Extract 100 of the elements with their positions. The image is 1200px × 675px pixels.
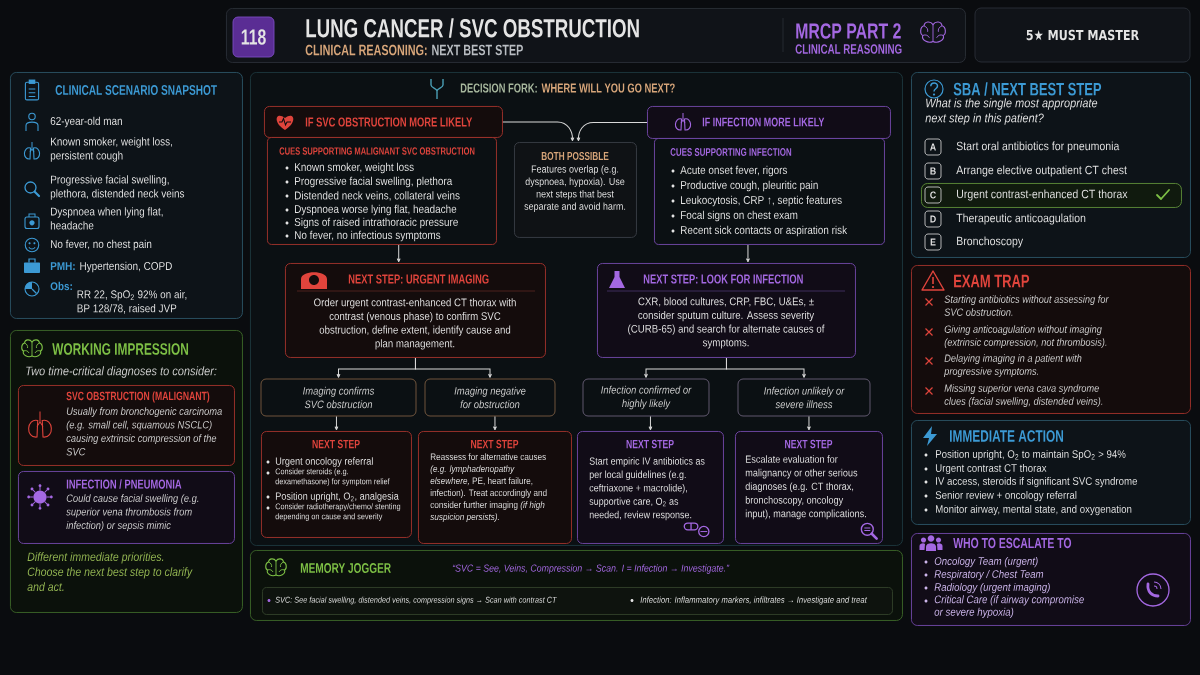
title: LUNG CANCER / SVC OBSTRUCTION — [306, 18, 639, 38]
box-heading: NEXT STEP — [785, 439, 833, 449]
box-text: Order urgent contrast-enhanced CT thorax with contrast (venous phase) to confirm SVC obstruction, define extent, identify cause and plan management. — [314, 298, 516, 350]
intro-text: Two time-critical diagnoses to consider: — [26, 366, 217, 378]
arrow — [648, 415, 653, 431]
list-item: Signs of raised intrathoracic pressure — [294, 217, 458, 229]
option-letter: D — [924, 210, 942, 228]
branch-heading: IF SVC OBSTRUCTION MORE LIKELY — [305, 117, 473, 127]
list-item: Acute onset fever, rigors — [680, 165, 788, 177]
box-heading: NEXT STEP — [471, 439, 519, 449]
box-text: Start empiric IV antibiotics as per local guidelines (e.g. ceftriaxone + macrolide), supportive care, O$_{2}$ as needed, review response. — [589, 457, 705, 521]
list-item: Position upright, O$_{2}$ to maintain SpO$_{2}$ > 94% — [936, 449, 1126, 461]
branch-heading: IF INFECTION MORE LIKELY — [702, 117, 825, 127]
box-heading: INFECTION / PNEUMONIA — [66, 479, 182, 489]
box-heading: NEXT STEP — [312, 439, 360, 449]
list-item: Missing superior vena cava syndrome clues (facial swelling, distended veins). — [944, 384, 1103, 407]
list-item: Known smoker, weight loss — [295, 162, 414, 174]
box-text: CXR, blood cultures, CRP, FBC, U&Es, ± consider sputum culture. Assess severity (CURB-65) and search for alternate causes of symptoms. — [628, 297, 825, 349]
list-item: Respiratory / Chest Team — [934, 569, 1044, 581]
box-heading: CUES SUPPORTING MALIGNANT SVC OBSTRUCTION — [279, 147, 475, 155]
list-item: Distended neck veins, collateral veins — [295, 191, 460, 201]
box-text: Could cause facial swelling (e.g. superior vena thrombosis from infection) or sepsis mimic — [66, 494, 199, 532]
subtitle: NEXT BEST STEP — [432, 44, 523, 56]
list-item: Recent sick contacts or aspiration risk — [681, 225, 848, 237]
arrow — [576, 121, 648, 142]
list-item: Progressive facial swelling, plethora, distended neck veins — [50, 175, 185, 200]
list-item: Consider steroids (e.g. dexamethasone) for symptom relief — [275, 468, 390, 486]
option-letter: A — [924, 138, 942, 156]
option-text: Therapeutic anticoagulation — [956, 213, 1086, 225]
list-item: Oncology Team (urgent) — [934, 556, 1038, 568]
number-badge: 118 — [232, 16, 275, 58]
list-item: Radiology (urgent imaging) — [934, 582, 1050, 594]
panel-heading: MEMORY JOGGER — [300, 563, 391, 573]
list-item: Position upright, O$_{2}$, analgesia — [275, 492, 399, 502]
option-text: Bronchoscopy — [957, 236, 1024, 248]
list-item: No fever, no infectious symptoms — [295, 230, 441, 242]
badge-subtitle: CLINICAL REASONING — [795, 44, 902, 54]
summary-text: SVC: See facial swelling, distended veins, compression signs → Scan with contrast CT — [275, 596, 557, 605]
box-heading: NEXT STEP: URGENT IMAGING — [348, 274, 489, 284]
arrow — [414, 357, 492, 378]
panel-heading: WORKING IMPRESSION — [52, 343, 188, 355]
box-heading: NEXT STEP: LOOK FOR INFECTION — [643, 274, 803, 284]
list-item: IV access, steroids if significant SVC syndrome — [936, 476, 1138, 488]
option-letter: B — [924, 162, 942, 180]
option-text: Arrange elective outpatient CT chest — [956, 165, 1127, 177]
list-item: Delaying imaging in a patient with progressive symptoms. — [943, 354, 1082, 377]
list-item: Urgent oncology referral — [275, 457, 373, 467]
list-item: Starting antibiotics without assessing for SVC obstruction. — [944, 295, 1109, 316]
list-item: Consider radiotherapy/chemo/ stenting depending on cause and severity — [275, 503, 401, 521]
arrow — [334, 415, 339, 431]
field-label: PMH: — [50, 262, 75, 270]
list-item: Critical Care (if airway compromise or severe hypoxia) — [934, 595, 1084, 618]
option-letter: C — [924, 186, 942, 204]
section-heading: WHERE WILL YOU GO NEXT? — [541, 83, 675, 93]
list-item: Known smoker, weight loss, persistent cough — [50, 137, 172, 162]
list-item: Monitor airway, mental state, and oxygenation — [936, 504, 1132, 516]
list-item: Hypertension, COPD — [80, 261, 172, 273]
list-item: Giving anticoagulation without imaging (extrinsic compression, not thrombosis). — [944, 325, 1107, 348]
list-item: Leukocytosis, CRP ↑, septic features — [681, 195, 842, 207]
quote-text: “SVC = See, Veins, Compression → Scan. I = Infection → Investigate.” — [452, 564, 730, 574]
option-letter: E — [924, 233, 942, 251]
question-text: What is the single most appropriate next step in this patient? — [925, 98, 1098, 125]
outcome-box: Infection unlikely or severe illness — [737, 378, 871, 417]
arrow — [396, 244, 401, 263]
list-item: Progressive facial swelling, plethora — [295, 176, 453, 188]
panel-heading: IMMEDIATE ACTION — [950, 430, 1063, 442]
list-item: 62-year-old man — [50, 116, 122, 128]
arrow — [807, 415, 811, 431]
box-text: Usually from bronchogenic carcinoma (e.g. small cell, squamous NSCLC) causing extrinsic compression of the SVC — [66, 407, 222, 456]
badge-heading: MRCP PART 2 — [796, 23, 901, 39]
outcome-box: Imaging negative for obstruction — [424, 378, 556, 417]
list-item: Senior review + oncology referral — [935, 490, 1077, 502]
box-heading: CUES SUPPORTING INFECTION — [670, 148, 792, 156]
panel-heading: EXAM TRAP — [954, 274, 1030, 288]
option-text: Urgent contrast-enhanced CT thorax — [957, 189, 1128, 201]
box-heading: NEXT STEP — [626, 439, 674, 449]
note-text: Different immediate priorities. Choose the next best step to clarify and act. — [27, 552, 193, 592]
box-heading: SVC OBSTRUCTION (MALIGNANT) — [66, 391, 210, 403]
list-item: Focal signs on chest exam — [681, 210, 798, 222]
panel-heading: CLINICAL SCENARIO SNAPSHOT — [55, 85, 217, 95]
panel-heading: SBA / NEXT BEST STEP — [953, 82, 1102, 96]
list-item: Urgent contrast CT thorax — [935, 463, 1047, 475]
list-item: Dyspnoea when lying flat, headache — [50, 207, 163, 230]
outcome-box: Imaging confirms SVC obstruction — [260, 378, 417, 417]
subtitle: CLINICAL REASONING: — [305, 44, 427, 56]
rating-box: 5★ MUST MASTER — [974, 7, 1191, 63]
list-item: RR 22, SpO$_{2}$ 92% on air, BP 128/78, raised JVP — [77, 290, 187, 314]
box-text: Reassess for alternative causes (e.g. lymphadenopathy elsewhere, PE, heart failure, infection). Treat accordingly and consider further imaging (if high suspicion persists). — [430, 453, 547, 522]
option-text: Start oral antibiotics for pneumonia — [956, 141, 1120, 153]
outcome-box: Infection confirmed or highly likely — [582, 378, 710, 417]
box-heading: BOTH POSSIBLE — [541, 151, 609, 161]
list-item: No fever, no chest pain — [51, 239, 152, 251]
arrow — [725, 357, 806, 378]
arrow — [502, 121, 575, 142]
list-item: Productive cough, pleuritic pain — [681, 180, 818, 192]
box-text: Escalate evaluation for malignancy or other serious diagnoses (e.g. CT thorax, bronchoscopy, oncology input), manage complications. — [745, 455, 866, 520]
arrow — [746, 244, 750, 263]
summary-text: Infection: Inflammatory markers, infiltrates → Investigate and treat — [640, 596, 868, 605]
field-label: Obs: — [50, 281, 72, 291]
panel-heading: WHO TO ESCALATE TO — [953, 537, 1072, 549]
